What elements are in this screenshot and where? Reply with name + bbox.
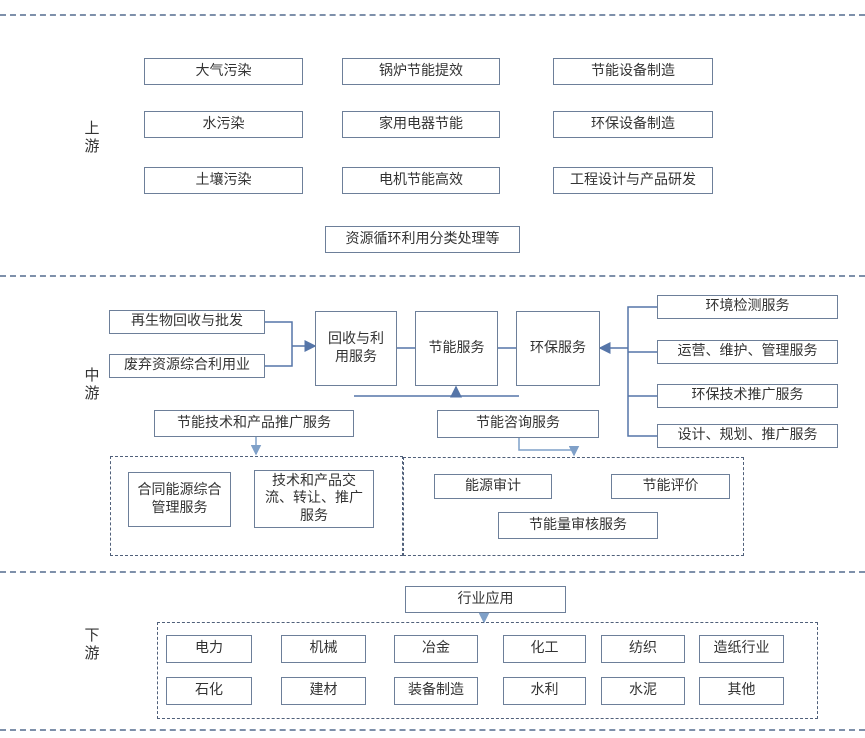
mid-consult-service: 节能咨询服务 bbox=[437, 410, 599, 438]
upstream-item-engineering: 工程设计与产品研发 bbox=[553, 167, 713, 194]
mid-group-right bbox=[403, 457, 744, 556]
upstream-item-boiler: 锅炉节能提效 bbox=[342, 58, 500, 85]
down-industry-other: 其他 bbox=[699, 677, 784, 705]
down-industry-power: 电力 bbox=[166, 635, 252, 663]
upstream-item-recycling: 资源循环利用分类处理等 bbox=[325, 226, 520, 253]
down-industry-building-materials: 建材 bbox=[281, 677, 366, 705]
upstream-item-equipment: 节能设备制造 bbox=[553, 58, 713, 85]
upstream-item-appliance: 家用电器节能 bbox=[342, 111, 500, 138]
mid-recycle-service: 回收与利用服务 bbox=[315, 311, 397, 386]
down-industry-group bbox=[157, 622, 818, 719]
mid-group-left bbox=[110, 456, 403, 556]
mid-energy-evaluation: 节能评价 bbox=[611, 474, 730, 499]
connector-left-inputs bbox=[265, 321, 293, 367]
top-separator bbox=[0, 14, 865, 16]
bottom-separator bbox=[0, 729, 865, 731]
mid-energy-service: 节能服务 bbox=[415, 311, 498, 386]
section-label-upstream: 上游 bbox=[84, 119, 100, 155]
upstream-item-env-equipment: 环保设备制造 bbox=[553, 111, 713, 138]
section-label-downstream: 下游 bbox=[84, 626, 100, 662]
down-industry-petrochemical: 石化 bbox=[166, 677, 252, 705]
down-industry-water-conservancy: 水利 bbox=[503, 677, 586, 705]
mid-right-env-monitoring: 环境检测服务 bbox=[657, 295, 838, 319]
mid-right-design: 设计、规划、推广服务 bbox=[657, 424, 838, 448]
mid-right-tech-promo: 环保技术推广服务 bbox=[657, 384, 838, 408]
upstream-item-motor: 电机节能高效 bbox=[342, 167, 500, 194]
mid-energy-audit: 能源审计 bbox=[434, 474, 552, 499]
upstream-item-water-pollution: 水污染 bbox=[144, 111, 303, 138]
connector-right-services bbox=[627, 306, 657, 437]
down-industry-metallurgy: 冶金 bbox=[394, 635, 478, 663]
down-industry-machinery: 机械 bbox=[281, 635, 366, 663]
mid-contract-energy: 合同能源综合管理服务 bbox=[128, 472, 231, 527]
mid-right-operation: 运营、维护、管理服务 bbox=[657, 340, 838, 364]
mid-input-waste-utilization: 废弃资源综合利用业 bbox=[109, 354, 265, 378]
down-industry-cement: 水泥 bbox=[601, 677, 685, 705]
mid-energy-review: 节能量审核服务 bbox=[498, 512, 658, 539]
down-industry-textile: 纺织 bbox=[601, 635, 685, 663]
upstream-midstream-separator bbox=[0, 275, 865, 277]
mid-input-recycle-wholesale: 再生物回收与批发 bbox=[109, 310, 265, 334]
mid-tech-promo-service: 节能技术和产品推广服务 bbox=[154, 410, 354, 437]
down-industry-chemical: 化工 bbox=[503, 635, 586, 663]
down-industry-paper: 造纸行业 bbox=[699, 635, 784, 663]
midstream-downstream-separator bbox=[0, 571, 865, 573]
section-label-midstream: 中游 bbox=[84, 366, 100, 402]
down-industry-equipment: 装备制造 bbox=[394, 677, 478, 705]
mid-env-service: 环保服务 bbox=[516, 311, 600, 386]
connector-consult-down bbox=[518, 438, 580, 457]
upstream-item-air-pollution: 大气污染 bbox=[144, 58, 303, 85]
down-industry-header: 行业应用 bbox=[405, 586, 566, 613]
mid-tech-exchange: 技术和产品交流、转让、推广服务 bbox=[254, 470, 374, 528]
upstream-item-soil-pollution: 土壤污染 bbox=[144, 167, 303, 194]
